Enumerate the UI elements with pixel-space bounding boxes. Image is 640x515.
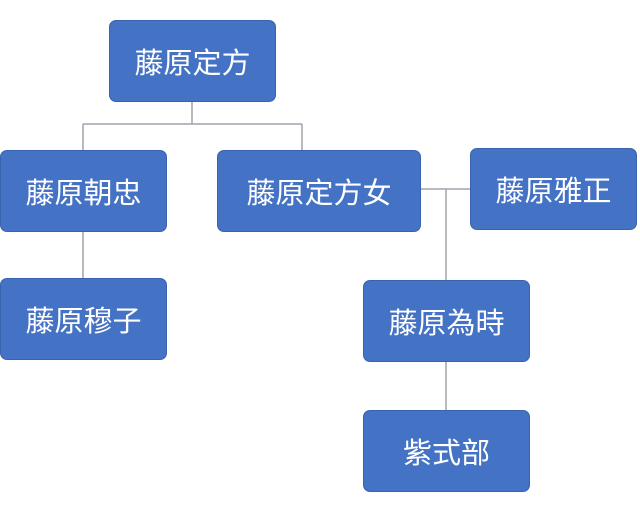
node-fujiwara-bokushi: 藤原穆子	[0, 278, 167, 360]
node-murasaki-shikibu: 紫式部	[363, 410, 530, 492]
node-fujiwara-sadakata: 藤原定方	[109, 20, 276, 102]
node-fujiwara-masatada: 藤原雅正	[470, 148, 637, 230]
node-fujiwara-tametoki: 藤原為時	[363, 280, 530, 362]
node-fujiwara-asatada: 藤原朝忠	[0, 150, 167, 232]
node-fujiwara-sadakata-musume: 藤原定方女	[217, 150, 421, 232]
